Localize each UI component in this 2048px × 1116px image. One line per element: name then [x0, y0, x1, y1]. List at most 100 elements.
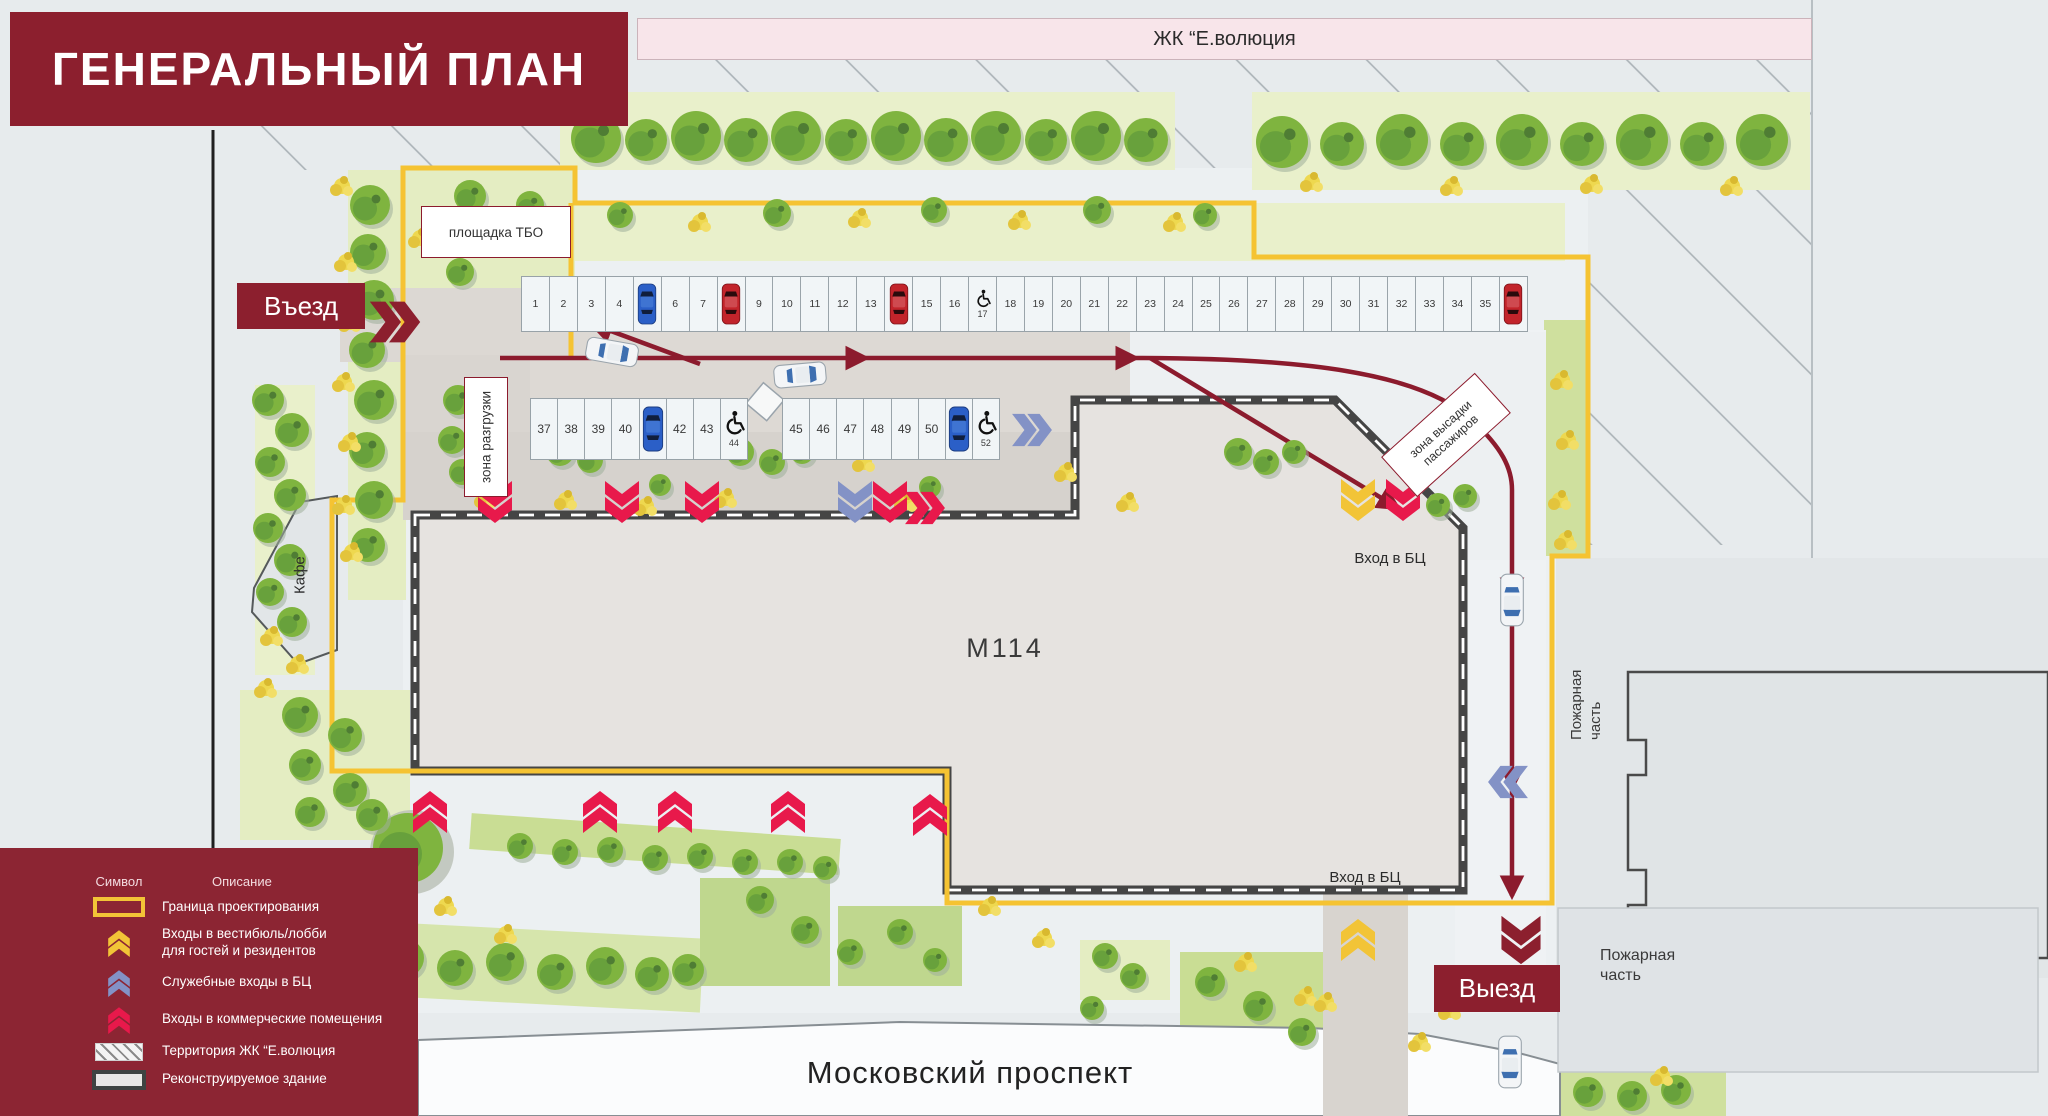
trees — [252, 111, 1791, 1115]
parking-slot-number: 46 — [816, 422, 830, 436]
legend-item: Граница проектирования — [88, 897, 418, 917]
legend-item: Реконструируемое здание — [88, 1069, 418, 1090]
parking-slot-number: 15 — [920, 298, 933, 310]
parking-slot: 27 — [1247, 277, 1275, 331]
parking-slot-number: 27 — [1256, 298, 1268, 310]
parking-slot: 17 — [968, 277, 996, 331]
parking-slot: 21 — [1079, 277, 1108, 331]
main-building-label: М114 — [966, 632, 1044, 663]
parking-slot-number: 44 — [728, 437, 739, 448]
parking-slot-number: 25 — [1200, 298, 1212, 310]
parking-slot: 22 — [1107, 277, 1136, 331]
entrance-chevron — [771, 791, 805, 833]
legend-panel: Символ Описание Граница проектирования В… — [0, 848, 418, 1116]
wheelchair-icon — [727, 411, 746, 435]
parking-slot-number: 47 — [843, 422, 857, 436]
parking-slot: 42 — [665, 399, 693, 459]
entrance-chevron — [583, 791, 617, 833]
legend-item-label: Реконструируемое здание — [162, 1071, 327, 1087]
entrance-chevron — [838, 481, 872, 523]
parking-slot-number: 16 — [948, 298, 961, 310]
parking-slot-number: 32 — [1395, 298, 1408, 310]
parking-slot-number: 21 — [1088, 298, 1101, 310]
parking-slot-number: 11 — [809, 298, 821, 310]
cafe-label: Кафе — [291, 556, 309, 594]
parking-slot: 26 — [1219, 277, 1247, 331]
parking-slot: 13 — [856, 277, 884, 331]
parking-slot: 28 — [1275, 277, 1303, 331]
neighbor-strip-label: ЖК “Е.волюция — [637, 18, 1812, 60]
street-label: Московский проспект — [806, 1055, 1134, 1090]
legend-item: Входы в вестибюль/лобби для гостей и рез… — [88, 926, 418, 960]
parking-slot — [1498, 277, 1527, 331]
waste-zone-label: площадка ТБО — [421, 206, 571, 258]
parking-slot: 35 — [1470, 277, 1499, 331]
parking-slot — [632, 277, 661, 331]
parking-slot-number: 22 — [1116, 298, 1128, 310]
parking-slot-number: 2 — [560, 298, 567, 310]
red-chevron-icon — [88, 1006, 150, 1034]
parking-slot-number: 40 — [618, 422, 633, 436]
parking-slot-number: 24 — [1172, 298, 1184, 310]
legend-item-label: Служебные входы в БЦ — [162, 974, 312, 990]
building-symbol — [88, 1069, 150, 1090]
parking-slot-number: 23 — [1144, 298, 1156, 310]
parking-slot: 33 — [1415, 277, 1443, 331]
parking-slot: 7 — [688, 277, 717, 331]
parking-slot: 12 — [828, 277, 856, 331]
parking-slot: 4 — [604, 277, 633, 331]
exit-road — [1323, 890, 1408, 1116]
parking-slot: 37 — [531, 399, 557, 459]
parking-slot-number: 35 — [1479, 298, 1492, 310]
fire-station-side-label: Пожарная часть — [1568, 669, 1604, 740]
boundary-symbol — [88, 897, 150, 917]
parking-slot-number: 38 — [564, 422, 578, 436]
parking-slot-number: 6 — [672, 298, 679, 310]
parking-slot-number: 13 — [864, 298, 877, 310]
legend-item-label: Входы в вестибюль/лобби для гостей и рез… — [162, 926, 327, 958]
entrance-chevron — [685, 481, 719, 523]
parking-slot-number: 7 — [700, 298, 707, 310]
parking-slot: 30 — [1331, 277, 1359, 331]
parking-slot-number: 45 — [789, 422, 803, 436]
parking-slot: 10 — [772, 277, 800, 331]
parking-slot — [716, 277, 745, 331]
parking-slot: 25 — [1191, 277, 1220, 331]
parking-slot-number: 28 — [1283, 298, 1296, 310]
legend-item-label: Входы в коммерческие помещения — [162, 1011, 383, 1027]
parking-slot-number: 48 — [870, 422, 885, 436]
entry-label: Въезд — [237, 283, 365, 329]
parking-slot: 2 — [548, 277, 577, 331]
parking-slot-number: 50 — [925, 422, 939, 436]
entrance-chevron — [873, 481, 907, 523]
parking-slot: 47 — [836, 399, 863, 459]
parking-slot-number: 29 — [1311, 298, 1324, 310]
parking-slot: 15 — [912, 277, 940, 331]
parking-slot: 40 — [611, 399, 638, 459]
entrance-chevron — [413, 791, 447, 833]
red-parked-car-icon — [1504, 283, 1523, 325]
parking-slot-number: 12 — [836, 298, 849, 310]
parking-slot-number: 52 — [980, 437, 991, 448]
parking-slot: 49 — [890, 399, 918, 459]
parking-slot-number: 1 — [532, 298, 539, 310]
parking-slot-number: 37 — [537, 422, 551, 436]
parking-slot-number: 31 — [1367, 298, 1380, 310]
page-title: ГЕНЕРАЛЬНЫЙ ПЛАН — [10, 12, 628, 126]
parking-slot: 24 — [1163, 277, 1192, 331]
parking-slot: 32 — [1387, 277, 1415, 331]
entrance-chevron — [1341, 919, 1375, 961]
parking-slot-number: 39 — [591, 422, 605, 436]
car-icon — [773, 361, 827, 389]
red-parked-car-icon — [721, 283, 741, 325]
parking-slot-number: 10 — [781, 298, 793, 310]
fire-station-south-label: Пожарная часть — [1600, 947, 1676, 984]
legend-item: Входы в коммерческие помещения — [88, 1006, 418, 1034]
parking-slot: 31 — [1359, 277, 1387, 331]
bc-entrance-bottom-label: Вход в БЦ — [1329, 868, 1401, 886]
parking-slot — [884, 277, 912, 331]
wheelchair-icon — [977, 289, 991, 307]
parking-slot: 1 — [522, 277, 549, 331]
parking-slot-number: 19 — [1032, 298, 1045, 310]
